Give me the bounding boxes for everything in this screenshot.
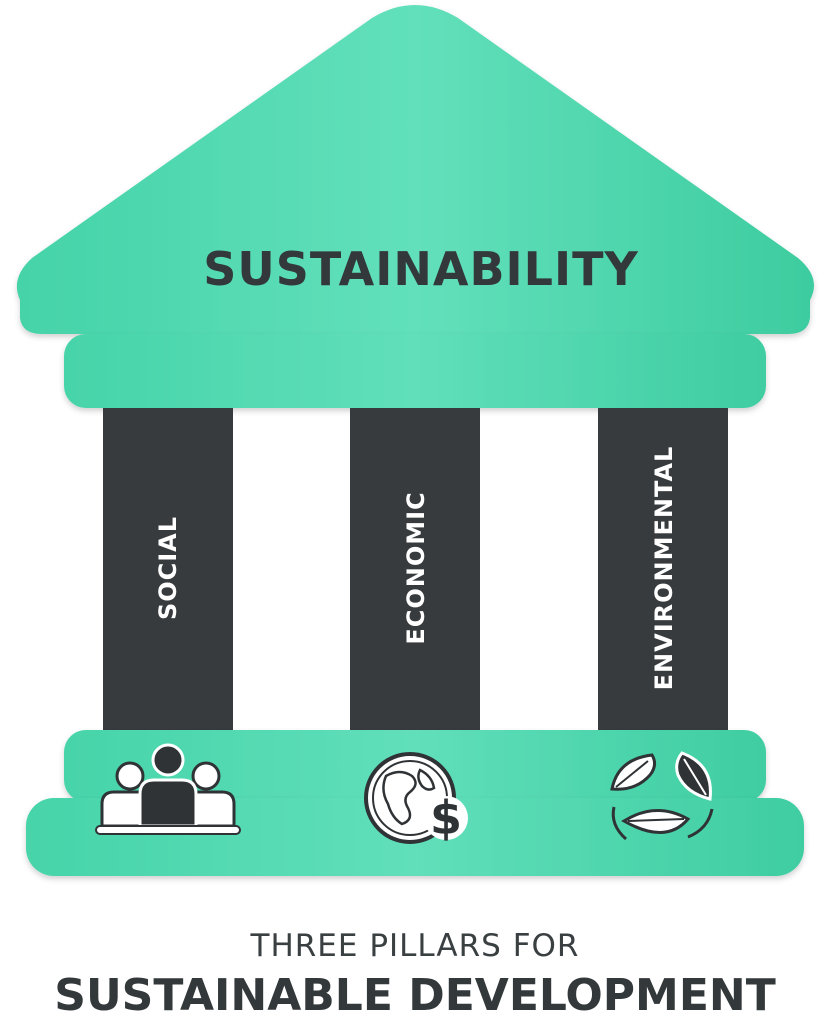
- pillar-economic: [350, 408, 480, 733]
- dollar-sign: $: [430, 791, 462, 845]
- globe-dollar-icon: $: [364, 752, 468, 845]
- pillar-label-social: SOCIAL: [154, 516, 182, 620]
- pillar-social: [103, 408, 233, 733]
- caption-title: SUSTAINABLE DEVELOPMENT: [54, 970, 776, 1021]
- pillar-label-environmental: ENVIRONMENTAL: [650, 446, 678, 691]
- people-group-icon: [95, 743, 241, 835]
- pillar-environmental: [598, 408, 728, 733]
- caption-subtitle: THREE PILLARS FOR: [250, 928, 580, 964]
- pillar-label-economic: ECONOMIC: [402, 491, 430, 644]
- entablature: [64, 334, 766, 408]
- sustainability-temple-diagram: SUSTAINABILITY SOCIAL ECONOMIC ENVIRONME…: [16, 5, 814, 876]
- roof-title: SUSTAINABILITY: [203, 242, 639, 296]
- roof: [16, 5, 814, 334]
- recycling-leaves-icon: [610, 751, 714, 841]
